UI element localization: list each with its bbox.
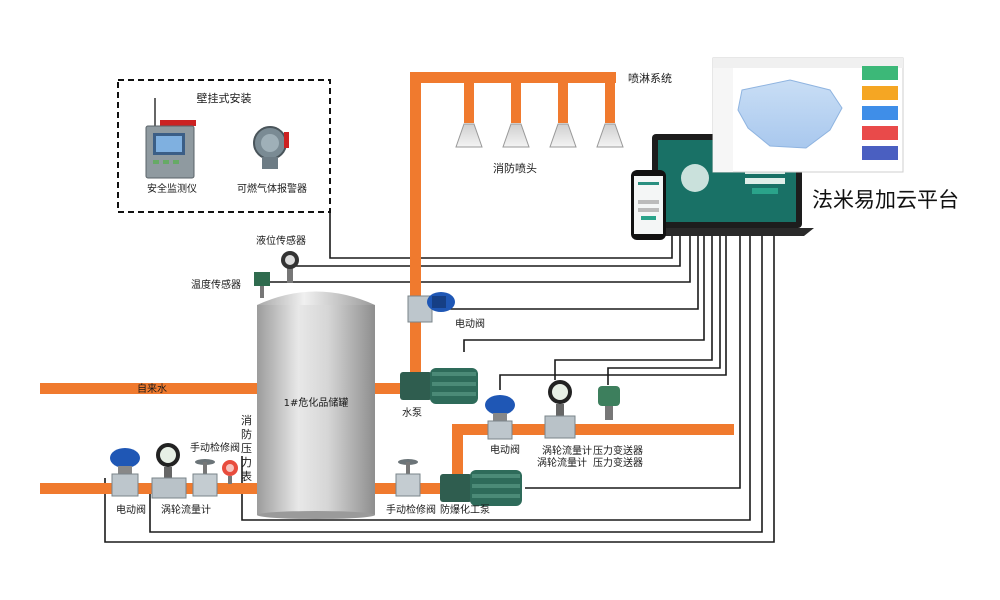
- level-sensor-icon: [281, 251, 299, 283]
- level-sensor-label: 液位传感器: [256, 234, 306, 247]
- fire-gauge-label-2: 防: [241, 427, 252, 441]
- gas-alarm-icon: [253, 126, 289, 169]
- dashboard-screenshot: [712, 57, 904, 173]
- manual-valve-right-label: 手动检修阀: [386, 503, 436, 516]
- safety-monitor-icon: [145, 98, 196, 179]
- turbine-meter-left-label: 涡轮流量计: [161, 503, 211, 516]
- chemical-storage-tank: [257, 291, 375, 519]
- fire-gauge-label-4: 力: [241, 456, 252, 469]
- wall-mount-panel: 壁挂式安装 安全监测仪 可燃气体报警器: [117, 79, 331, 213]
- sprinkler-head-label: 消防喷头: [493, 161, 537, 175]
- pipes: [40, 72, 734, 494]
- phone-icon: [631, 170, 666, 240]
- fire-gauge-label-1: 消: [241, 413, 252, 427]
- tank-label: 1#危化品储罐: [284, 396, 349, 409]
- fire-gauge-label-3: 压: [241, 442, 252, 455]
- motor-valve-left-icon: [110, 448, 140, 497]
- pressure-transmitter-label-2: 压力变送器: [593, 456, 643, 469]
- manual-valve-left-label: 手动检修阀: [190, 441, 240, 454]
- motor-valve-left-label: 电动阀: [116, 503, 146, 516]
- pressure-transmitter-label-1: 压力变送器: [593, 444, 643, 457]
- explosion-proof-pump-label: 防爆化工泵: [440, 503, 490, 516]
- motor-valve-mid-icon: [485, 395, 515, 440]
- temperature-sensor-label: 温度传感器: [191, 278, 241, 291]
- motor-valve-top-icon: [407, 292, 455, 323]
- pressure-transmitter-icon: [598, 386, 620, 420]
- wall-mount-title: 壁挂式安装: [197, 91, 252, 105]
- safety-monitor-label: 安全监测仪: [147, 182, 197, 195]
- manual-valve-left-icon: [192, 459, 218, 497]
- turbine-meter-left-icon: [151, 443, 187, 499]
- fire-gauge-label-5: 表: [241, 469, 252, 483]
- temperature-sensor-icon: [254, 272, 270, 298]
- motor-valve-mid-label: 电动阀: [490, 443, 520, 456]
- turbine-meter-mid-label-2: 涡轮流量计: [537, 456, 587, 469]
- motor-valve-top-label: 电动阀: [455, 317, 485, 330]
- water-pump-label: 水泵: [402, 407, 422, 419]
- platform-name: 法米易加云平台: [812, 188, 959, 212]
- turbine-meter-mid-label-1: 涡轮流量计: [542, 444, 592, 457]
- gas-alarm-label: 可燃气体报警器: [237, 182, 307, 195]
- manual-valve-right-icon: [395, 459, 421, 497]
- explosion-proof-pump-icon: [440, 470, 522, 506]
- turbine-meter-mid-icon: [544, 380, 576, 439]
- fire-pressure-gauge-icon: [222, 460, 238, 484]
- sprinkler-heads: [455, 123, 624, 148]
- water-pump-icon: [400, 368, 478, 404]
- tap-water-label: 自来水: [137, 382, 167, 395]
- sprinkler-system-label: 喷淋系统: [628, 72, 672, 85]
